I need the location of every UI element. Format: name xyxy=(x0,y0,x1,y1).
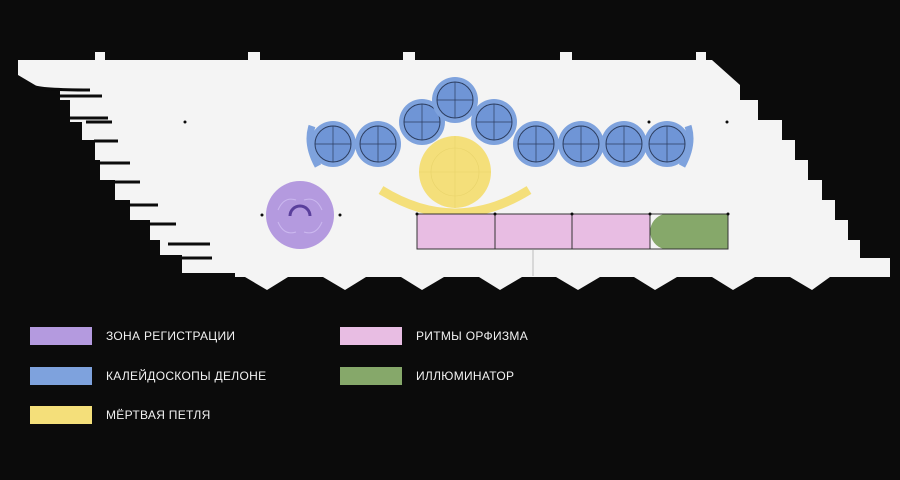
kaleidoscope-right-cap xyxy=(678,124,694,168)
wall-markers xyxy=(183,120,730,216)
illuminator xyxy=(649,214,728,249)
kaleidoscope-disc xyxy=(644,121,690,167)
kaleidoscope-disc xyxy=(355,121,401,167)
kaleidoscope-left-cap xyxy=(306,124,322,168)
kaleidoscope-disc xyxy=(310,121,356,167)
kaleidoscope-disc xyxy=(601,121,647,167)
registration-zone xyxy=(260,181,342,249)
dead-loop xyxy=(378,136,532,218)
kaleidoscope-disc xyxy=(432,77,478,123)
kaleidoscope-disc xyxy=(399,99,445,145)
kaleidoscope-disc xyxy=(513,121,559,167)
kaleidoscopes-delaunay xyxy=(306,77,694,168)
kaleidoscope-disc xyxy=(471,99,517,145)
kaleidoscope-disc xyxy=(558,121,604,167)
orphism-rhythms xyxy=(417,214,650,249)
